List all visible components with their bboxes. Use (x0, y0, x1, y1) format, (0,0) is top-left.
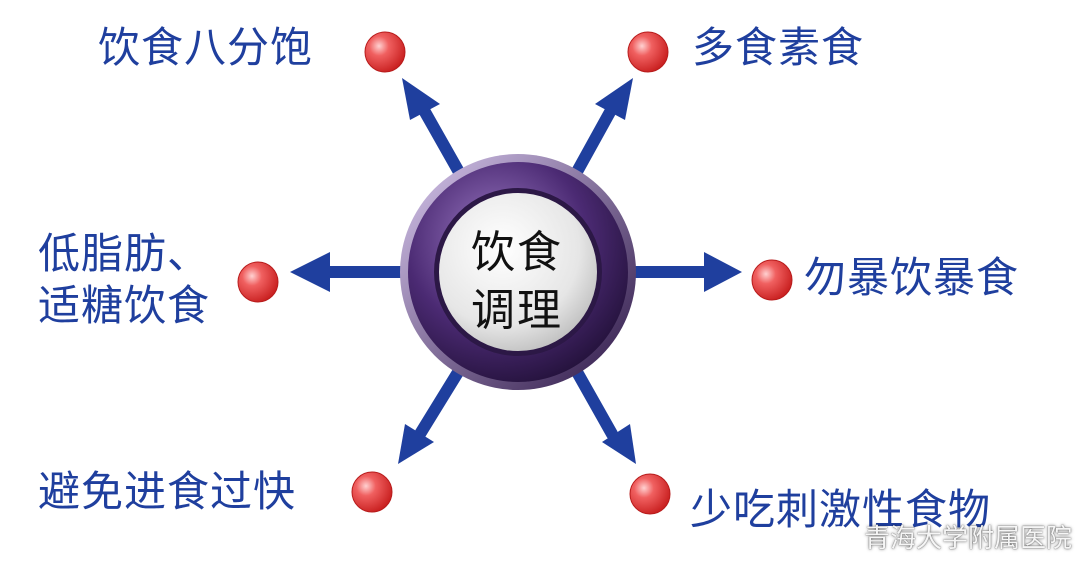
watermark-text: 青海大学附属医院 (863, 524, 1072, 554)
label-line: 饮食八分饱 (98, 23, 314, 72)
label-line: 勿暴饮暴食 (804, 253, 1020, 302)
label-line: 适糖饮食 (38, 281, 211, 330)
label-left: 低脂肪、 适糖饮食 (38, 228, 210, 332)
dot-bottom-left (351, 471, 393, 513)
center-title-line: 饮食 (471, 227, 563, 278)
dot-right (751, 259, 793, 301)
dot-left (237, 261, 279, 303)
dot-bottom-right (629, 473, 671, 515)
wechat-icon (828, 525, 858, 547)
label-bottom-left: 避免进食过快 (38, 466, 296, 518)
dot-group (237, 31, 793, 515)
center-title-line: 调理 (471, 285, 563, 336)
arrow-left (290, 252, 408, 292)
dot-top-left (364, 31, 406, 73)
label-line: 多食素食 (692, 23, 865, 72)
watermark: 青海大学附属医院 (828, 518, 1072, 555)
center-title: 饮食 调理 (458, 224, 576, 340)
label-line: 低脂肪、 (38, 229, 211, 278)
hub-face (439, 193, 597, 351)
label-line: 避免进食过快 (38, 467, 297, 516)
center-hub (400, 154, 636, 390)
dot-top-right (627, 31, 669, 73)
label-top-left: 饮食八分饱 (98, 22, 313, 74)
arrow-right (630, 252, 742, 292)
label-top-right: 多食素食 (692, 22, 864, 74)
label-right: 勿暴饮暴食 (804, 252, 1019, 304)
